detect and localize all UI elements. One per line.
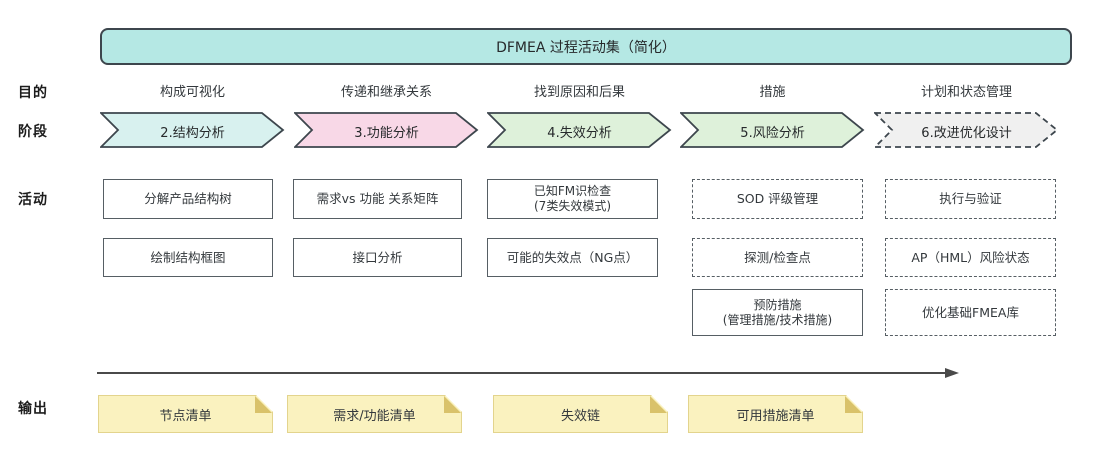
row-label-purpose: 目的 [18,85,48,101]
activity-box-text: SOD 评级管理 [736,191,819,207]
phase-label: 5.风险分析 [740,126,805,141]
purpose-label: 找到原因和后果 [533,85,625,100]
activity-box-text: 需求vs 功能 关系矩阵 [316,191,439,207]
phase-label: 3.功能分析 [354,126,419,141]
activity-box-text: 已知FM识检查 [533,184,612,198]
activity-box-text: 探测/检查点 [744,249,811,265]
activity-box: 绘制结构框图 [103,238,273,277]
output-note: 可用措施清单 [688,395,863,433]
output-note: 需求/功能清单 [287,395,462,433]
timeline-arrow [97,368,959,378]
phase-label: 4.失效分析 [547,126,612,141]
activity-box: AP（HML）风险状态 [885,238,1056,277]
phase-chevron [487,112,672,148]
activity-box: 需求vs 功能 关系矩阵 [293,179,462,219]
activity-box: 预防措施(管理措施/技术措施) [692,289,863,336]
phase-chevron [100,112,285,148]
activity-box-text: 接口分析 [352,249,403,265]
activity-box-text: 可能的失效点（NG点） [506,249,639,265]
activity-box: 优化基础FMEA库 [885,289,1056,336]
output-note-text: 失效链 [560,408,600,424]
folded-corner-icon [444,396,461,413]
purpose-label: 措施 [759,85,786,100]
folded-corner-icon [650,396,667,413]
activity-box-text: 执行与验证 [939,191,1002,207]
activity-box-text: AP（HML）风险状态 [911,249,1030,265]
purpose-label: 传递和继承关系 [340,85,432,100]
activity-box-text: 预防措施 [753,297,802,312]
output-note-text: 节点清单 [159,408,212,424]
activity-box: 已知FM识检查(7类失效模式) [487,179,658,219]
activity-box-text: 分解产品结构树 [144,191,232,207]
activity-box: 接口分析 [293,238,462,277]
activity-box-text: 绘制结构框图 [150,249,226,265]
folded-corner-icon [845,396,862,413]
diagram-title-banner: DFMEA 过程活动集（简化） [100,28,1072,65]
activity-box: 探测/检查点 [692,238,863,277]
folded-corner-icon [255,396,272,413]
phase-chevron [874,112,1059,148]
row-label-output: 输出 [18,401,48,417]
phase-label: 2.结构分析 [160,126,225,141]
phase-label: 6.改进优化设计 [921,126,1012,141]
activity-box: SOD 评级管理 [692,179,863,219]
row-label-phase: 阶段 [18,124,48,140]
output-note: 节点清单 [98,395,273,433]
purpose-label: 构成可视化 [159,85,225,100]
activity-box: 可能的失效点（NG点） [487,238,658,277]
output-note-text: 需求/功能清单 [333,408,416,424]
activity-box-text: (管理措施/技术措施) [722,312,833,327]
activity-box-text: 优化基础FMEA库 [922,304,1019,320]
purpose-label: 计划和状态管理 [920,85,1012,100]
phase-chevron [294,112,479,148]
activity-box: 执行与验证 [885,179,1056,219]
row-label-activity: 活动 [18,192,48,208]
output-note: 失效链 [493,395,668,433]
activity-box: 分解产品结构树 [103,179,273,219]
output-note-text: 可用措施清单 [736,408,815,424]
phase-chevron [680,112,865,148]
activity-box-text: (7类失效模式) [534,199,611,213]
